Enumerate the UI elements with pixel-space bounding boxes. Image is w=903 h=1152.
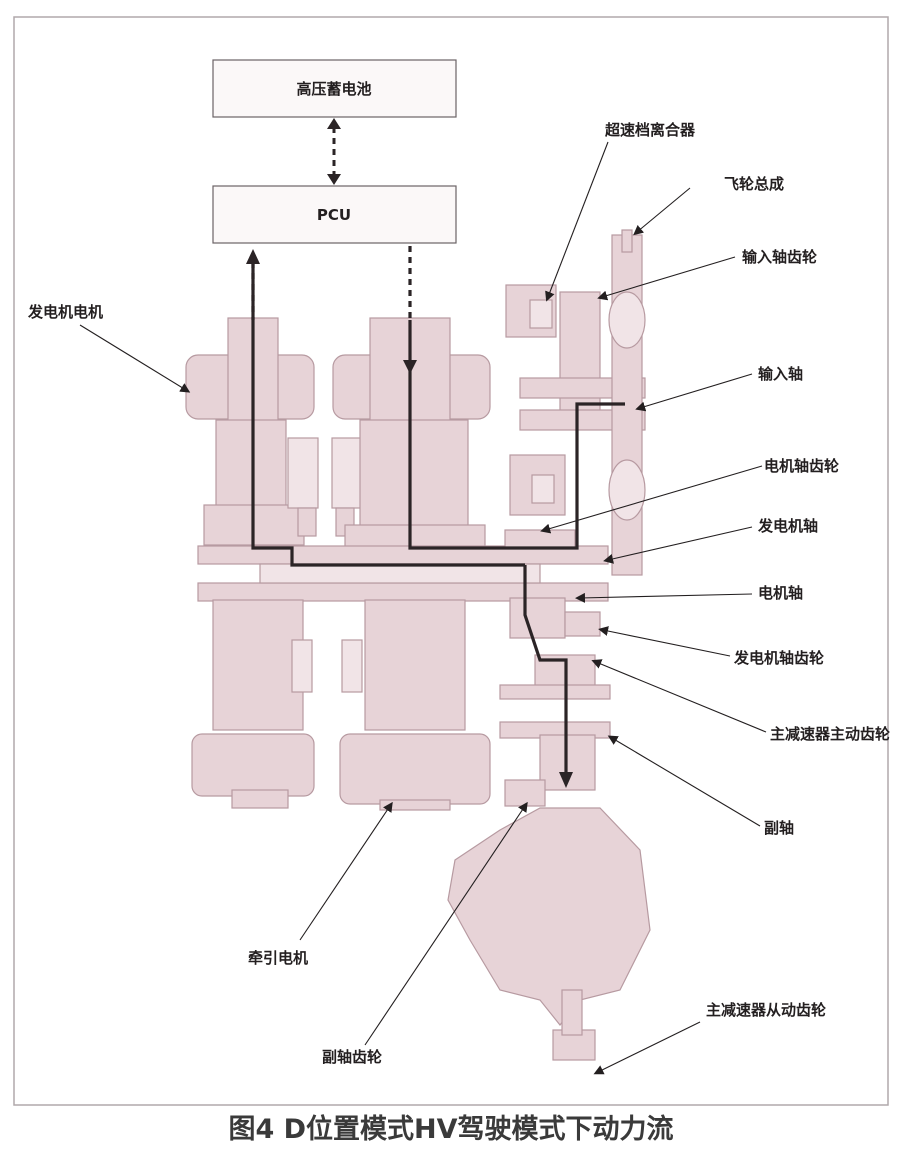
pcu-box: PCU [212,185,457,244]
leader-input-shaft-gear [597,256,736,301]
leader-motor-shaft [575,592,753,603]
arrow-down-icon [327,174,341,185]
label-generator-shaft-gear: 发电机轴齿轮 [733,649,824,667]
input-shaft-part [519,229,646,576]
frame-border [13,16,889,1106]
leader-generator-motor [79,324,191,393]
battery-label: 高压蓄电池 [296,80,371,98]
label-overdrive-clutch: 超速档离合器 [604,121,696,139]
generator-clutch-part [287,437,363,537]
label-countershaft: 副轴 [764,819,794,837]
label-traction-motor: 牵引电机 [248,949,308,967]
shaft-gap [259,563,541,584]
label-flywheel: 飞轮总成 [724,175,784,193]
label-generator-motor: 发电机电机 [27,303,103,321]
figure-caption: 图4 D位置模式HV驾驶模式下动力流 [228,1113,673,1145]
traction-motor-part [191,599,491,811]
label-motor-shaft-gear: 电机轴齿轮 [764,457,839,475]
leader-countershaft [607,735,761,827]
motor-gear-part [499,529,611,700]
arrow-up-icon [327,118,341,129]
leader-input-shaft [635,373,753,412]
label-final-drive-gear: 主减速器主动齿轮 [770,725,890,743]
label-final-driven-gear: 主减速器从动齿轮 [706,1001,826,1019]
label-input-shaft-gear: 输入轴齿轮 [742,248,817,266]
pcu-label: PCU [317,206,351,224]
label-motor-shaft: 电机轴 [758,584,803,602]
label-generator-shaft: 发电机轴 [757,517,818,535]
leader-final-driven-gear [593,1021,701,1075]
leader-overdrive-clutch [545,141,609,302]
flow-arrow-down-icon [403,360,417,374]
leader-flywheel [633,187,691,236]
generator-power-flow [251,262,525,567]
label-countershaft-gear: 副轴齿轮 [322,1048,382,1066]
overdrive-clutch-part [505,284,601,516]
leader-countershaft-gear [364,801,528,1046]
generator-motor-part [185,317,315,546]
flow-arrow-up-icon [246,249,260,264]
output-power-flow [523,565,568,775]
leader-motor-shaft-gear [540,465,763,534]
flow-arrow-output-icon [559,772,573,788]
motor-power-flow [408,320,625,550]
leader-final-drive-gear [591,659,767,733]
leader-generator-shaft [603,526,753,564]
battery-box: 高压蓄电池 [212,59,457,118]
label-input-shaft: 输入轴 [758,365,803,383]
differential-part [447,807,651,1061]
leader-generator-shaft-gear [598,626,731,657]
countershaft-part [499,721,611,807]
leader-traction-motor [299,801,393,941]
